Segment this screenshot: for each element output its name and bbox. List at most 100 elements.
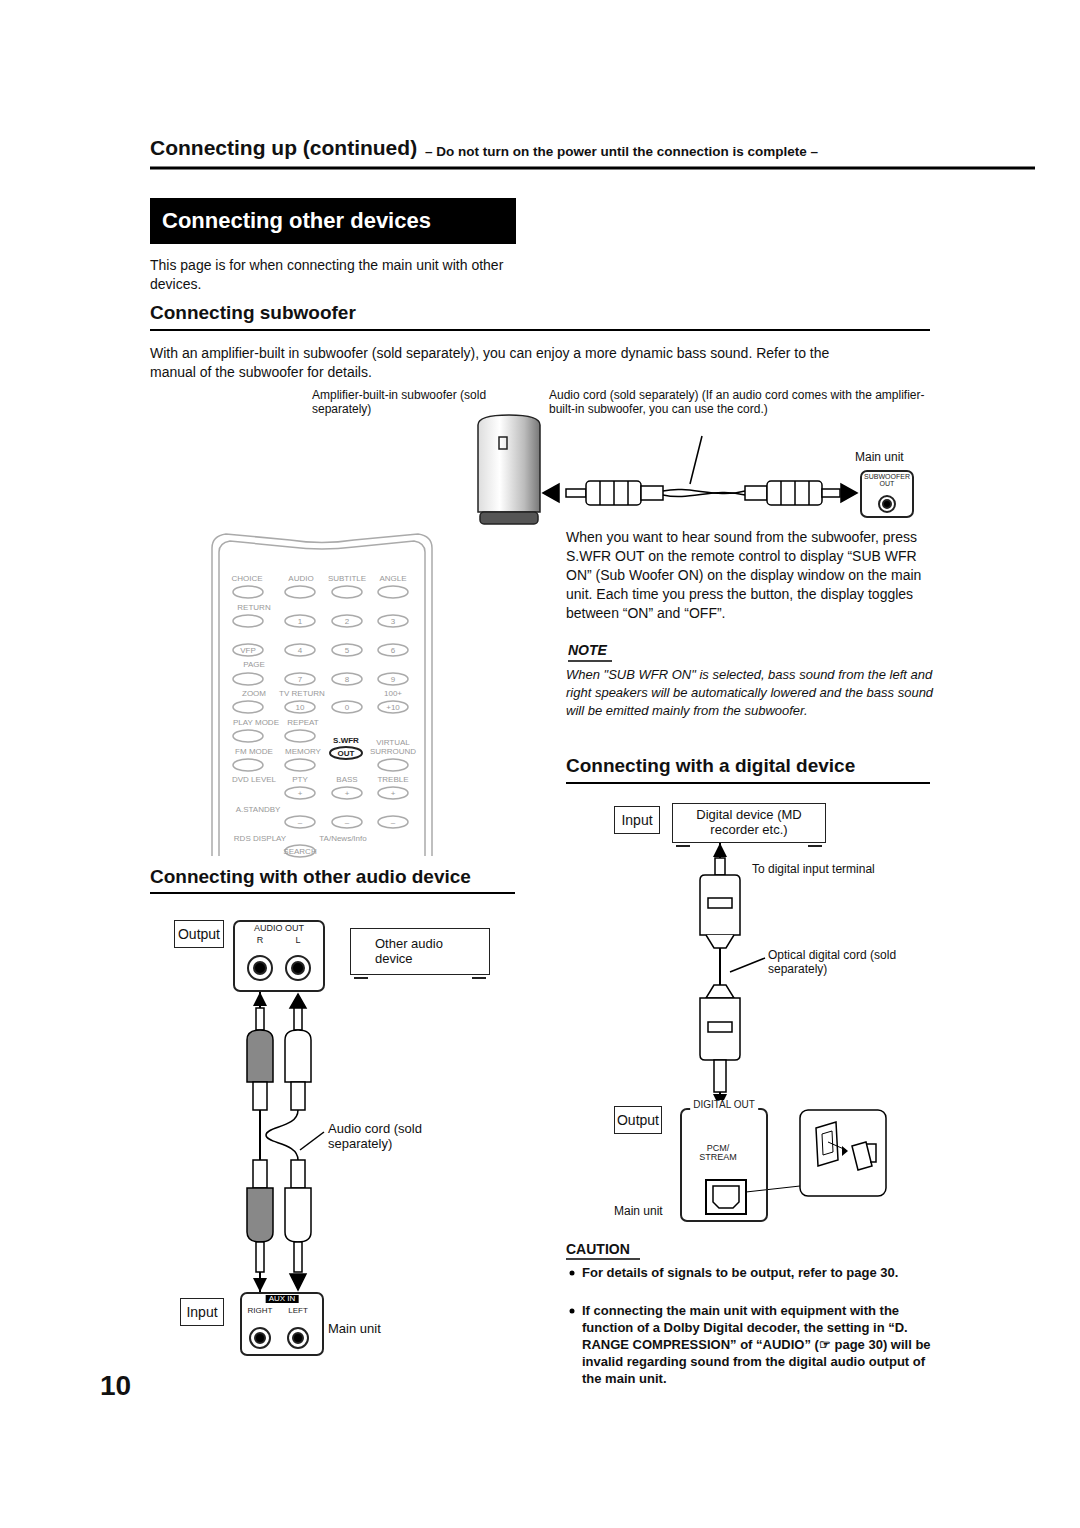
- remote-control: [285, 730, 315, 742]
- remote-control: [378, 673, 408, 685]
- subwoofer-out-jack: SUBWOOFER OUT: [860, 470, 914, 518]
- bullet: [570, 1271, 575, 1276]
- audio-plug: [247, 994, 324, 1290]
- section-banner: Connecting other devices: [150, 198, 516, 244]
- jack: [250, 1328, 270, 1348]
- subwoofer-illustration: [480, 512, 538, 524]
- remote-control: [233, 586, 263, 598]
- remote-control: [332, 701, 362, 713]
- audio-plug: [253, 1160, 267, 1188]
- jack: [286, 956, 310, 980]
- rules: [568, 660, 612, 662]
- remote-control: [378, 816, 408, 828]
- output-tag: Output: [174, 920, 224, 948]
- remote-button-label: 3: [391, 617, 395, 626]
- remote-button-label: TREBLE: [377, 775, 408, 784]
- swfr-out-button: [330, 747, 362, 759]
- remote-control: [332, 644, 362, 656]
- remote-button-label: BASS: [336, 775, 357, 784]
- box-text: Connecting other devices: [162, 208, 431, 234]
- input-tag: Input: [614, 806, 660, 834]
- audio-plug: [290, 994, 306, 1008]
- remote-button-label: 9: [391, 675, 395, 684]
- jack: [254, 962, 266, 974]
- remote-button-label: S.WFR: [333, 736, 359, 745]
- body-text: When you want to hear sound from the sub…: [566, 528, 936, 623]
- caution-text: If connecting the main unit with equipme…: [582, 1302, 937, 1387]
- bullet: [570, 1309, 575, 1314]
- device-box: Digital device (MD recorder etc.): [672, 803, 826, 843]
- remote-control: [285, 787, 315, 799]
- subwoofer-illustration: [499, 437, 507, 449]
- remote-button-label: TA/News/Info: [319, 834, 366, 843]
- remote-control: [332, 615, 362, 627]
- optical-plug: [708, 898, 732, 908]
- subwoofer-illustration: [478, 415, 540, 512]
- remote-button-label: 4: [298, 646, 302, 655]
- remote-control: [233, 615, 263, 627]
- jack: [248, 956, 272, 980]
- subwoofer-cord: [767, 481, 822, 505]
- remote-control: [212, 534, 432, 856]
- remote-button-label: 0: [345, 703, 349, 712]
- terminal-label: LEFT: [288, 1307, 308, 1315]
- subwoofer-cord: [641, 486, 663, 500]
- audio-plug: [247, 1188, 273, 1242]
- remote-control: [378, 586, 408, 598]
- remote-control: [332, 586, 362, 598]
- remote-button-label: 10: [296, 703, 305, 712]
- remote-button-label: RDS DISPLAY: [234, 834, 286, 843]
- part-caption: Amplifier-built-in subwoofer (sold separ…: [312, 388, 502, 416]
- optical-port: [866, 1144, 876, 1162]
- remote-control: [378, 615, 408, 627]
- box-text: Output: [178, 926, 220, 942]
- remote-button-label: SUBTITLE: [328, 574, 366, 583]
- audio-plug: [285, 1188, 311, 1242]
- terminal-label: L: [295, 936, 300, 945]
- optical-plug: [700, 858, 765, 1092]
- optical-plug: [714, 1060, 726, 1092]
- rules: [150, 167, 1035, 170]
- remote-control: [233, 701, 263, 713]
- remote-button-label: 8: [345, 675, 349, 684]
- subwoofer-cord: [599, 481, 601, 505]
- part-caption: Optical digital cord (sold separately): [768, 948, 898, 976]
- aux-in-panel: AUX INRIGHTLEFT: [240, 1292, 324, 1356]
- subwoofer-illustration: [478, 415, 540, 524]
- remote-button-label: 100+: [384, 689, 402, 698]
- remote-control: [285, 644, 315, 656]
- subwoofer-cord: [613, 481, 615, 505]
- caution-text: For details of signals to be output, ref…: [582, 1264, 937, 1281]
- body-text: With an amplifier-built in subwoofer (so…: [150, 344, 865, 382]
- jack: [292, 962, 304, 974]
- remote-control: [233, 673, 263, 685]
- remote-button-label: A.STANDBY: [236, 805, 281, 814]
- remote-control: [219, 541, 425, 856]
- subwoofer-cord: [543, 436, 857, 505]
- remote-button-label: MEMORY: [285, 747, 321, 756]
- subwoofer-cord: [586, 481, 641, 505]
- audio-plug: [294, 1242, 302, 1272]
- device-feet: [676, 845, 690, 847]
- device-box: Other audio device: [350, 928, 490, 975]
- optical-port: [800, 1110, 886, 1196]
- optical-plug: [708, 1022, 732, 1032]
- optical-plug: [706, 935, 734, 948]
- box-text: Other audio device: [375, 937, 465, 967]
- terminal-label: PCM/ STREAM: [695, 1144, 741, 1163]
- remote-button-label: +: [391, 789, 396, 798]
- remote-button-label: REPEAT: [287, 718, 318, 727]
- device-feet: [354, 977, 368, 979]
- page-number: 10: [100, 1370, 131, 1402]
- audio-plug: [256, 1008, 264, 1030]
- remote-button-label: VFP: [240, 646, 256, 655]
- section-heading: Connecting with a digital device: [566, 755, 855, 777]
- remote-control: [332, 787, 362, 799]
- subwoofer-cord: [822, 489, 840, 497]
- remote-control: [233, 644, 263, 656]
- remote-button-label: TV RETURN: [279, 689, 325, 698]
- remote-control: [332, 673, 362, 685]
- optical-port: [706, 1180, 746, 1214]
- section-heading: Connecting subwoofer: [150, 302, 356, 324]
- audio-plug: [290, 1274, 306, 1290]
